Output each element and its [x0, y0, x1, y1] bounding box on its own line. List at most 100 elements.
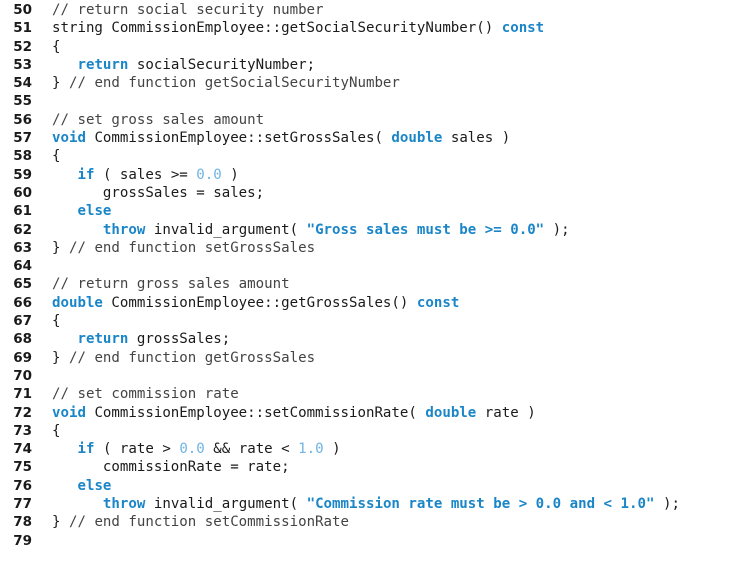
- line-number: 54: [13, 75, 32, 92]
- code-token: [52, 496, 103, 512]
- code-text: throw invalid_argument( "Gross sales mus…: [52, 221, 570, 239]
- code-token: [52, 478, 77, 494]
- line-number: 77: [13, 496, 32, 513]
- code-token: }: [52, 349, 69, 366]
- code-token: {: [52, 422, 61, 439]
- code-comment: // end function getGrossSales: [68, 349, 316, 366]
- code-token: [52, 203, 77, 219]
- line-number: 52: [13, 38, 32, 55]
- code-line: 54 } // end function getSocialSecurityNum…: [0, 74, 748, 92]
- code-text: // return social security number: [52, 1, 324, 19]
- code-number: 1.0: [298, 441, 324, 458]
- code-line: 51 string CommissionEmployee::getSocialSe…: [0, 19, 748, 37]
- line-number: 70: [13, 367, 32, 384]
- code-token: socialSecurityNumber;: [128, 56, 316, 73]
- code-number: 0.0: [196, 166, 222, 183]
- code-token: );: [544, 221, 570, 238]
- code-token: ( sales >=: [94, 166, 197, 183]
- code-line: 68 return grossSales;: [0, 330, 748, 348]
- code-comment: // set gross sales amount: [52, 111, 265, 128]
- code-token: invalid_argument(: [145, 496, 307, 513]
- line-number: 51: [13, 20, 32, 37]
- code-keyword: double: [425, 404, 477, 421]
- code-line: 59 if ( sales >= 0.0 ): [0, 166, 748, 184]
- code-line: 65 // return gross sales amount: [0, 275, 748, 293]
- code-text: void CommissionEmployee::setGrossSales( …: [52, 129, 510, 147]
- line-number: 61: [13, 203, 32, 220]
- code-line: 63} // end function setGrossSales: [0, 239, 748, 257]
- code-token: grossSales = sales;: [52, 184, 265, 201]
- code-token: [52, 441, 77, 457]
- code-token: CommissionEmployee::setCommissionRate(: [85, 404, 426, 421]
- code-line: 67{: [0, 312, 748, 330]
- code-token: );: [654, 496, 680, 513]
- line-number: 72: [13, 404, 32, 421]
- code-token: }: [52, 239, 69, 256]
- code-token: ): [323, 441, 341, 458]
- code-keyword: return: [77, 56, 129, 73]
- code-comment: // return social security number: [52, 2, 324, 18]
- code-text: return socialSecurityNumber;: [52, 56, 315, 74]
- code-line: 58{: [0, 147, 748, 165]
- code-text: string CommissionEmployee::getSocialSecu…: [52, 19, 544, 37]
- code-token: CommissionEmployee::setGrossSales(: [85, 130, 392, 147]
- line-number: 76: [13, 477, 32, 494]
- code-token: rate ): [476, 404, 536, 421]
- line-number: 63: [13, 239, 32, 256]
- line-number: 78: [13, 514, 32, 531]
- code-token: ): [221, 166, 239, 183]
- code-line: 78 } // end function setCommissionRate: [0, 513, 748, 531]
- code-line: 79: [0, 532, 748, 550]
- code-line: 77 throw invalid_argument( "Commission r…: [0, 495, 748, 513]
- line-number: 69: [13, 349, 32, 366]
- code-token: [52, 57, 77, 73]
- code-text: else: [52, 477, 111, 495]
- code-keyword: double: [391, 130, 443, 147]
- code-text: void CommissionEmployee::setCommissionRa…: [52, 404, 536, 422]
- line-number: 65: [13, 276, 32, 293]
- code-line: 73 {: [0, 422, 748, 440]
- code-line: 50 // return social security number: [0, 1, 748, 19]
- code-text: if ( sales >= 0.0 ): [52, 166, 239, 184]
- code-keyword: return: [77, 331, 129, 348]
- code-text: } // end function setCommissionRate: [52, 513, 349, 531]
- code-keyword: if: [77, 441, 95, 458]
- code-text: {: [52, 422, 61, 440]
- code-comment: // set commission rate: [52, 386, 239, 403]
- code-line: 66 double CommissionEmployee::getGrossSal…: [0, 294, 748, 312]
- code-text: double CommissionEmployee::getGrossSales…: [52, 294, 459, 312]
- code-token: CommissionEmployee::getGrossSales(): [102, 294, 417, 311]
- code-token: sales ): [442, 130, 511, 147]
- code-token: [52, 331, 77, 347]
- code-text: throw invalid_argument( "Commission rate…: [52, 495, 680, 513]
- code-token: {: [52, 38, 61, 55]
- code-token: {: [52, 148, 61, 165]
- code-string: "Gross sales must be >= 0.0": [306, 221, 545, 238]
- code-token: commissionRate = rate;: [52, 459, 290, 476]
- code-line: 74 if ( rate > 0.0 && rate < 1.0 ): [0, 440, 748, 458]
- code-line: 61 else: [0, 202, 748, 220]
- code-keyword: const: [416, 294, 460, 311]
- code-keyword: throw: [102, 221, 146, 238]
- code-comment: // return gross sales amount: [52, 276, 290, 293]
- code-line: 52 {: [0, 38, 748, 56]
- line-number: 73: [13, 422, 32, 439]
- code-comment: // end function getSocialSecurityNumber: [68, 75, 400, 92]
- code-text: } // end function getSocialSecurityNumbe…: [52, 74, 400, 92]
- code-line: 53 return socialSecurityNumber;: [0, 56, 748, 74]
- code-comment: // end function setCommissionRate: [68, 514, 349, 531]
- line-number: 50: [13, 2, 32, 18]
- code-keyword: else: [77, 477, 112, 494]
- code-token: && rate <: [204, 441, 299, 458]
- line-number: 64: [13, 258, 32, 275]
- line-number: 66: [13, 294, 32, 311]
- code-keyword: else: [77, 203, 112, 220]
- line-number: 55: [13, 93, 32, 110]
- line-number: 68: [13, 331, 32, 348]
- line-number: 62: [13, 221, 32, 238]
- code-token: grossSales;: [128, 331, 231, 348]
- code-line: 76 else: [0, 477, 748, 495]
- code-string: "Commission rate must be > 0.0 and < 1.0…: [306, 496, 655, 513]
